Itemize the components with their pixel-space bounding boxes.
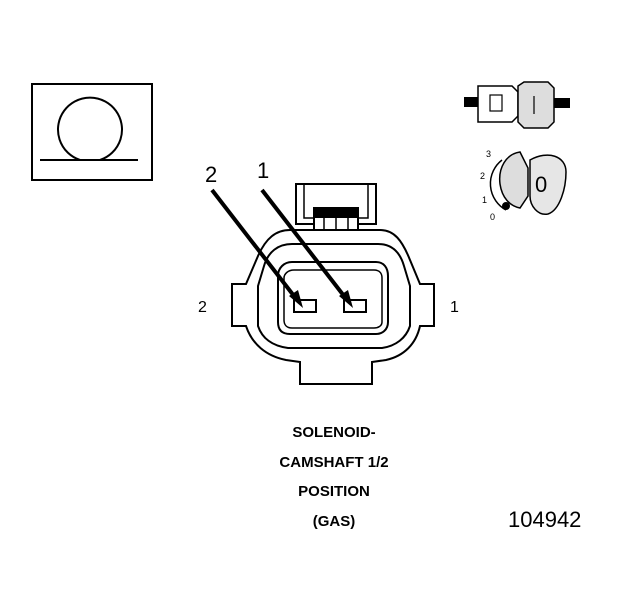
figure-number: 104942 — [508, 507, 582, 532]
pin-label-left: 2 — [198, 299, 207, 316]
title-line-2: CAMSHAFT 1/2 — [279, 454, 389, 471]
leader-arrows — [210, 188, 353, 308]
connector-face — [231, 183, 435, 385]
omega-icon — [31, 83, 153, 181]
dial-scale-3: 3 — [486, 149, 492, 159]
terminal-position-dial-icon — [489, 151, 567, 215]
dial-scale-2: 2 — [480, 171, 486, 181]
dial-scale-1: 1 — [482, 195, 488, 205]
connector-plug-icon — [464, 81, 570, 129]
dial-value: 0 — [535, 172, 548, 197]
dial-scale-0: 0 — [490, 212, 496, 222]
pin-label-right: 1 — [450, 299, 459, 316]
title-line-4: (GAS) — [312, 513, 356, 530]
title-line-1: SOLENOID- — [292, 424, 376, 441]
title-line-3: POSITION — [298, 483, 370, 500]
callout-right: 1 — [257, 158, 270, 183]
callout-left: 2 — [205, 162, 218, 187]
